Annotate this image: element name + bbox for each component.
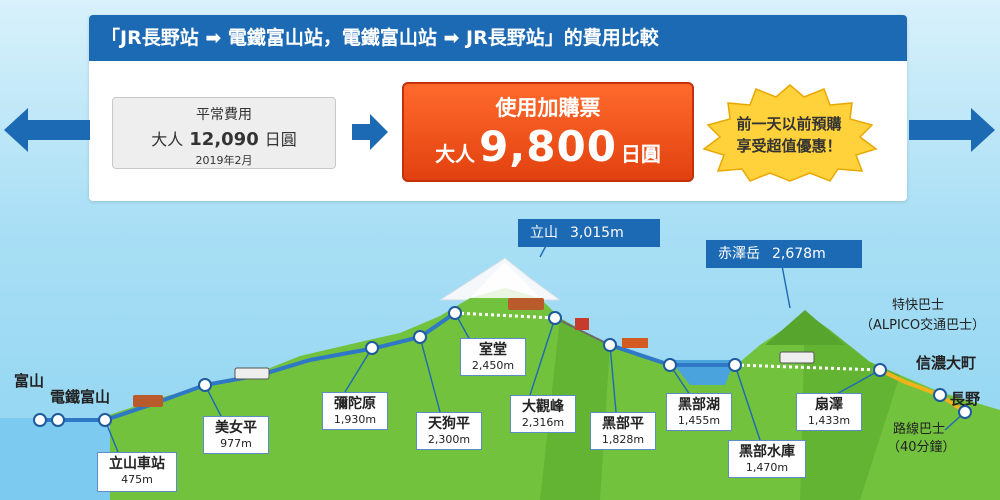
panel-title: 「JR長野站 ➡ 電鐵富山站，電鐵富山站 ➡ JR長野站」的費用比較: [89, 15, 907, 61]
regular-fare-line: 大人 12,090 日圓: [113, 126, 335, 150]
trolley-icon: [508, 298, 544, 310]
peak-name-tateyama: 立山: [530, 225, 558, 241]
train-icon: [133, 395, 163, 407]
pass-fare-amount: 9,800: [479, 122, 617, 171]
peak-label-tateyama: 立山 3,015m: [518, 219, 660, 247]
station-box-murodo: 室堂 2,450m: [460, 338, 526, 376]
pass-fare-unit: 日圓: [620, 142, 661, 166]
station-box-daikanbo: 大觀峰 2,316m: [510, 395, 576, 433]
station-name: 室堂: [479, 342, 507, 358]
station-name: 黑部平: [602, 416, 644, 432]
station-nodes: [33, 306, 972, 427]
station-shinano-omachi: 信濃大町: [916, 354, 977, 372]
promo-line-1: 前一天以前預購: [736, 115, 842, 133]
station-box-ogisawa: 扇澤 1,433m: [796, 393, 862, 431]
left-arrow-icon: [4, 108, 90, 152]
station-box-tengudaira: 天狗平 2,300m: [416, 412, 482, 450]
station-box-kurobedaira: 黑部平 1,828m: [590, 412, 656, 450]
bus-route: [879, 368, 967, 414]
peak-elev-tateyama: 3,015m: [570, 225, 624, 241]
station-name: 立山車站: [109, 456, 165, 472]
regular-fare-amount: 12,090: [189, 129, 259, 150]
station-dentetsu-toyama: 電鐵富山: [50, 388, 111, 406]
regular-fare-note: 2019年2月: [195, 154, 253, 167]
pass-fare-label: 使用加購票: [495, 96, 601, 120]
express-bus-operator: （ALPICO交通巴士）: [860, 318, 986, 333]
peak-label-akazawa: 赤澤岳 2,678m: [706, 240, 862, 268]
regular-fare-adult: 大人: [151, 130, 184, 149]
regular-fare-label: 平常費用: [196, 107, 252, 123]
station-name: 天狗平: [428, 416, 470, 432]
pass-fare-adult: 大人: [435, 142, 476, 166]
station-elevation: 1,828m: [601, 433, 645, 446]
station-elevation: 2,316m: [521, 416, 565, 429]
tunnel-line-2: [734, 363, 881, 372]
station-name: 大觀峰: [522, 399, 564, 415]
rail-route: [40, 311, 457, 422]
station-box-kurobedam: 黑部水庫 1,470m: [728, 440, 806, 478]
station-name: 彌陀原: [334, 396, 376, 412]
cable-car-icon: [622, 338, 648, 348]
comparison-arrow-icon: [352, 114, 388, 150]
dam-bus-icon: [779, 351, 815, 364]
regular-fare-box: 平常費用 大人 12,090 日圓 2019年2月: [112, 97, 336, 169]
promo-line-2: 享受超值優惠！: [736, 137, 842, 155]
ropeway-car-icon: [575, 318, 589, 330]
peak-elev-akazawa: 2,678m: [772, 246, 826, 262]
station-box-tateyama: 立山車站 475m: [97, 452, 177, 492]
right-arrow-icon: [909, 108, 995, 152]
station-elevation: 2,450m: [471, 359, 515, 372]
station-name: 黑部水庫: [739, 444, 795, 460]
akazawa-peak: [765, 310, 845, 345]
ropeway: [554, 317, 611, 346]
station-elevation: 1,455m: [677, 414, 721, 427]
station-nagano: 長野: [950, 390, 981, 408]
station-toyama: 富山: [14, 372, 45, 390]
peak-name-akazawa: 赤澤岳: [718, 246, 760, 262]
station-elevation: 1,930m: [333, 413, 377, 426]
station-box-bijodaira: 美女平 977m: [203, 416, 269, 454]
station-box-kurobeko: 黑部湖 1,455m: [666, 393, 732, 431]
promo-text: 前一天以前預購 享受超值優惠！: [714, 113, 864, 157]
station-elevation: 475m: [121, 473, 153, 486]
station-elevation: 977m: [220, 437, 252, 450]
sea: [0, 418, 110, 500]
station-box-midagahara: 彌陀原 1,930m: [322, 392, 388, 430]
bus-icon: [234, 367, 270, 380]
station-elevation: 1,470m: [745, 461, 789, 474]
route-bus-duration: （40分鐘）: [887, 440, 956, 455]
station-name: 黑部湖: [678, 397, 720, 413]
regular-fare-unit: 日圓: [264, 130, 297, 149]
route-bus-label: 路線巴士: [893, 422, 946, 437]
station-elevation: 2,300m: [427, 433, 471, 446]
promo-burst-icon: [702, 84, 878, 182]
station-name: 美女平: [215, 420, 257, 436]
station-elevation: 1,433m: [807, 414, 851, 427]
station-name: 扇澤: [815, 397, 843, 413]
tateyama-snowcap: [470, 262, 540, 298]
express-bus-label: 特快巴士: [892, 298, 945, 313]
tunnel-line: [454, 311, 556, 320]
